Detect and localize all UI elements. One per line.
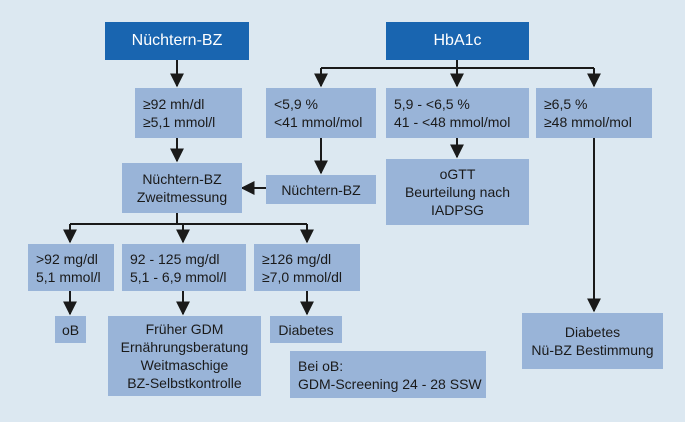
ogtt-line-2: Beurteilung nach [404,184,511,200]
hba1c-mid-line-1: 5,9 - <6,5 % [394,96,470,112]
outcome-gdm-line-2: Ernährungsberatung [120,339,249,355]
hba1c-header: HbA1c [386,22,529,60]
hba1c-mid-line-2: 41 - <48 mmol/mol [394,114,511,130]
result-low-line-1: >92 mg/dl [36,250,98,267]
ogtt-box: oGTT Beurteilung nach IADPSG [386,159,529,225]
result-high-line-2: ≥7,0 mmol/dl [262,268,343,285]
result-high-box: ≥126 mg/dl ≥7,0 mmol/dl [254,244,360,291]
hba1c-high-box: ≥6,5 % ≥48 mmol/mol [536,88,652,138]
result-mid-box: 92 - 125 mg/dl 5,1 - 6,9 mmol/l [122,244,246,291]
result-mid-line-2: 5,1 - 6,9 mmol/l [130,268,227,285]
hba1c-header-label: HbA1c [433,32,482,49]
result-low-box: >92 mg/dl 5,1 mmol/l [28,244,114,291]
fasting-threshold-line-2: ≥5,1 mmol/l [143,114,216,130]
fasting-threshold-line-1: ≥92 mh/dl [143,96,205,112]
note-ob-line-1: Bei oB: [298,357,344,374]
hba1c-mid-box: 5,9 - <6,5 % 41 - <48 mmol/mol [386,88,529,138]
fasting-second-line-2: Zweitmessung [136,189,228,205]
note-ob-line-2: GDM-Screening 24 - 28 SSW [298,375,482,392]
outcome-ob-label: oB [61,321,80,338]
fasting-bg-header: Nüchtern-BZ [105,22,249,60]
outcome-gdm-line-4: BZ-Selbstkontrolle [127,375,242,391]
outcome-gdm-box: Früher GDM Ernährungsberatung Weitmaschi… [108,316,261,396]
outcome-ob-box: oB [55,316,86,343]
outcome-diabetes-right-line-1: Diabetes [564,324,621,340]
hba1c-low-box: <5,9 % <41 mmol/mol [266,88,376,138]
result-high-line-1: ≥126 mg/dl [262,250,332,267]
outcome-diabetes-right-box: Diabetes Nü-BZ Bestimmung [522,313,663,369]
fasting-second-box: Nüchtern-BZ Zweitmessung [122,163,242,213]
outcome-diabetes-label: Diabetes [278,321,334,338]
result-low-line-2: 5,1 mmol/l [36,268,101,285]
fasting-bg-from-low-label: Nüchtern-BZ [281,181,361,198]
hba1c-low-line-2: <41 mmol/mol [274,114,363,130]
fasting-threshold-box: ≥92 mh/dl ≥5,1 mmol/l [135,88,242,138]
ogtt-line-3: IADPSG [431,202,484,218]
outcome-diabetes-right-line-2: Nü-BZ Bestimmung [531,342,654,358]
fasting-bg-header-label: Nüchtern-BZ [131,32,223,49]
hba1c-high-line-2: ≥48 mmol/mol [544,114,632,130]
outcome-gdm-line-1: Früher GDM [145,321,224,337]
fasting-second-line-1: Nüchtern-BZ [142,171,222,187]
outcome-diabetes-box: Diabetes [270,316,342,343]
result-mid-line-1: 92 - 125 mg/dl [130,250,220,267]
ogtt-line-1: oGTT [439,166,476,182]
hba1c-low-line-1: <5,9 % [274,96,318,112]
fasting-bg-from-low-box: Nüchtern-BZ [266,175,376,204]
hba1c-high-line-1: ≥6,5 % [544,96,588,112]
note-ob-box: Bei oB: GDM-Screening 24 - 28 SSW [290,351,486,398]
outcome-gdm-line-3: Weitmaschige [140,357,229,373]
